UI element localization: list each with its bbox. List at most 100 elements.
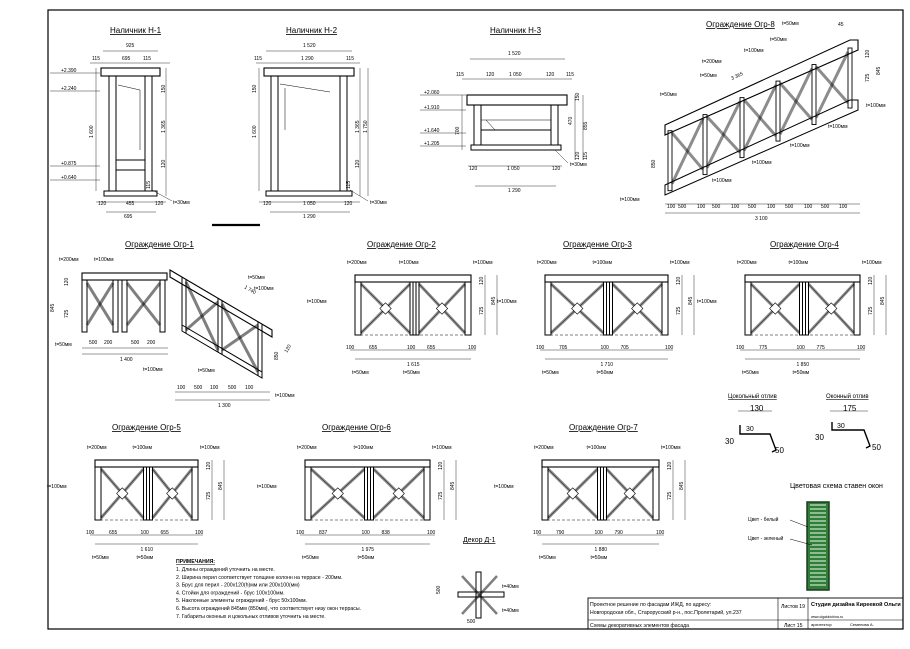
o4-label-2: t=100мм bbox=[789, 260, 809, 266]
o2-bottom-3: 100 bbox=[407, 345, 416, 351]
o8-brace bbox=[742, 84, 778, 152]
tb-sheets: Листов 19 bbox=[781, 604, 805, 610]
window-title: Оконный отлив bbox=[826, 393, 869, 400]
n1-level-4: +0.640 bbox=[61, 175, 77, 181]
o5-label-5: t=50мм bbox=[92, 555, 109, 561]
color-white-label: Цвет - белый bbox=[748, 516, 779, 523]
d1-decor-drawing: Декор Д-1 500 500 t=40мм t=40мм bbox=[436, 537, 519, 625]
n1-bottom-2: 455 bbox=[126, 201, 135, 207]
o8-brace bbox=[778, 67, 814, 135]
n3-level-2: +1.910 bbox=[424, 105, 440, 111]
n1-h-total: 1 600 bbox=[89, 125, 95, 138]
o3-bottom-2: 705 bbox=[559, 345, 568, 351]
n1-bottom-1: 120 bbox=[98, 201, 107, 207]
o7-side-2: 725 bbox=[667, 491, 673, 500]
o1-side-2: 725 bbox=[64, 309, 70, 318]
o3-side-2: 725 bbox=[676, 306, 682, 315]
o3-label-6: t=50мм bbox=[597, 370, 614, 376]
o2-bottom-5: 100 bbox=[468, 345, 477, 351]
o8-post bbox=[811, 64, 817, 125]
o6-title: Ограждение Огр-6 bbox=[322, 423, 391, 432]
o8-label-12: t=100мм bbox=[620, 197, 640, 203]
n2-frame-drawing: Наличник Н-2 1 520 115 1 290 115 1 600 1… bbox=[252, 26, 387, 220]
plinth-a: 30 bbox=[725, 437, 734, 446]
title-block: Проектное решение по фасадам ИЖД, по адр… bbox=[587, 597, 904, 630]
o7-bottom-5: 100 bbox=[656, 530, 665, 536]
o7-label-2: t=100мм bbox=[587, 445, 607, 451]
o6-label-5: t=50мм bbox=[302, 555, 319, 561]
o3-side-3: 845 bbox=[688, 296, 694, 305]
n1-h-in: 1 365 bbox=[161, 120, 167, 133]
n1-frame-drawing: Наличник Н-1 925 115 695 115 +2.390 +2.2… bbox=[50, 26, 190, 220]
o6-bottom-2: 837 bbox=[319, 530, 328, 536]
o8-brace bbox=[814, 51, 850, 119]
o1-label-2: t=100мм bbox=[94, 257, 114, 263]
n1-bottom-total: 695 bbox=[124, 214, 133, 220]
o2-label-3: t=100мм bbox=[473, 260, 493, 266]
n3-side-3: 855 bbox=[583, 121, 589, 130]
o8-label-11: t=100мм bbox=[712, 178, 732, 184]
o8-bottom-5: 100 bbox=[731, 204, 740, 210]
o6-bottom-5: 100 bbox=[427, 530, 436, 536]
o2-label-5: t=50мм bbox=[352, 370, 369, 376]
n3-side-4: 700 bbox=[455, 126, 461, 135]
n1-side-1: 150 bbox=[161, 84, 167, 93]
tb-sheet: Лист 15 bbox=[784, 623, 803, 629]
o3-bottom-3: 100 bbox=[601, 345, 610, 351]
note-item: 1. Длины ограждений уточнить на месте. bbox=[176, 566, 275, 573]
o1-label-4: t=50мм bbox=[248, 275, 265, 281]
o3-side-1: 120 bbox=[676, 276, 682, 285]
o2-bottom-1: 100 bbox=[346, 345, 355, 351]
o5-bottom-4: 655 bbox=[161, 530, 170, 536]
o8-dim-4: 725 bbox=[865, 73, 871, 82]
n3-row-2: 120 bbox=[486, 72, 495, 78]
tb-studio: Студия дизайна Киреевой Ольги bbox=[811, 601, 901, 608]
o3-label-1: t=200мм bbox=[537, 260, 557, 266]
o8-bottom-1: 100 bbox=[667, 204, 676, 210]
o1-side-4: 1 740 bbox=[243, 285, 257, 297]
o1-stair-1: 100 bbox=[177, 385, 186, 391]
n1-level-2: +2.240 bbox=[61, 86, 77, 92]
o8-dim-1: 3 365 bbox=[730, 71, 744, 82]
n2-bottom-3: 120 bbox=[344, 201, 353, 207]
o2-label-6: t=50мм bbox=[403, 370, 420, 376]
n3-row-3: 1 050 bbox=[509, 72, 522, 78]
o3-total: 1 710 bbox=[601, 362, 614, 368]
o2-side-1: 120 bbox=[479, 276, 485, 285]
n2-side-1: 150 bbox=[252, 84, 258, 93]
n3-top-dim: 1 520 bbox=[508, 51, 521, 57]
n3-level-3: +1.640 bbox=[424, 128, 440, 134]
tb-site: www.olgakirichina.ru bbox=[811, 615, 843, 619]
window-width: 175 bbox=[843, 404, 857, 413]
o5-side-3: 845 bbox=[218, 481, 224, 490]
o1-stair-total: 1 300 bbox=[218, 403, 231, 409]
o1-stair-2: 500 bbox=[194, 385, 203, 391]
n2-side-3: 115 bbox=[346, 181, 352, 189]
d1-thickness-2: t=40мм bbox=[502, 608, 519, 614]
n3-side-5: 120 bbox=[575, 151, 581, 160]
n1-title: Наличник Н-1 bbox=[110, 26, 162, 35]
o3-label-2: t=100мм bbox=[593, 260, 613, 266]
o2-side-3: 845 bbox=[491, 296, 497, 305]
o8-dim-6: 850 bbox=[651, 159, 657, 168]
color-title: Цветовая схема ставен окон bbox=[790, 483, 883, 490]
o8-label-7: t=100мм bbox=[828, 124, 848, 130]
o1-stair-4: 500 bbox=[228, 385, 237, 391]
o8-label-8: t=100мм bbox=[790, 143, 810, 149]
o6-total: 1 975 bbox=[362, 547, 375, 553]
n3-bottom-total: 1 290 bbox=[508, 188, 521, 194]
o2-bottom-2: 655 bbox=[369, 345, 378, 351]
o6-bottom-4: 838 bbox=[382, 530, 391, 536]
o5-label-1: t=200мм bbox=[87, 445, 107, 451]
o8-post bbox=[702, 114, 708, 176]
d1-thickness-1: t=40мм bbox=[502, 584, 519, 590]
plinth-c: 50 bbox=[775, 446, 784, 455]
o7-side-1: 120 bbox=[667, 461, 673, 470]
n2-row-2: 1 290 bbox=[301, 56, 314, 62]
o7-total: 1 880 bbox=[595, 547, 608, 553]
n2-title: Наличник Н-2 bbox=[286, 26, 338, 35]
o8-bottom-3: 100 bbox=[697, 204, 706, 210]
